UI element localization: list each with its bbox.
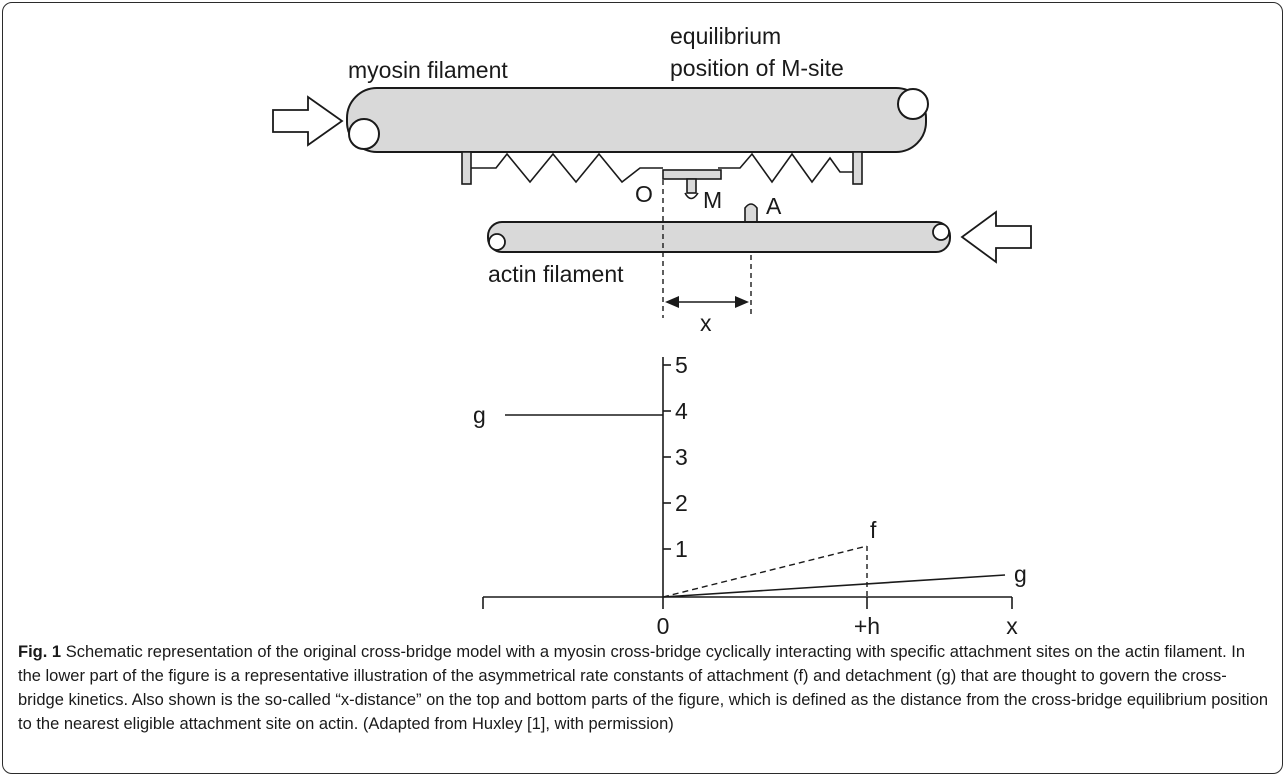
g-label-left: g <box>473 402 486 428</box>
actin-filament <box>487 221 951 253</box>
y-tick-label: 1 <box>675 536 688 562</box>
x-distance-label: x <box>700 310 712 336</box>
a-label: A <box>766 193 782 219</box>
myosin-filament-label: myosin filament <box>348 57 508 83</box>
left-spring <box>471 152 663 184</box>
x-tick-label: 0 <box>657 613 670 639</box>
right-spring-anchor <box>852 151 863 185</box>
y-tick-label: 5 <box>675 352 688 378</box>
g-curve-positive-x <box>662 574 1006 598</box>
right-spring <box>718 152 853 184</box>
actin-filament-label: actin filament <box>488 261 624 287</box>
actin-right-end <box>932 223 950 241</box>
myosin-right-end <box>897 88 929 120</box>
m-site-stem <box>686 178 697 194</box>
x-ticks: 0 +h x <box>482 597 1018 639</box>
left-spring-anchor <box>461 151 472 185</box>
m-label: M <box>703 187 722 213</box>
cross-bridge-diagram: myosin filament equilibrium position of … <box>272 23 1032 639</box>
x-tick-label: x <box>1006 613 1018 639</box>
o-label: O <box>635 181 653 207</box>
left-push-arrow <box>272 95 344 147</box>
a-site-knob <box>744 203 758 225</box>
myosin-left-end <box>348 118 380 150</box>
figure-caption: Fig. 1 Schematic representation of the o… <box>18 640 1270 736</box>
rate-constant-graph: 5 4 3 2 1 0 +h x g f g <box>473 352 1027 639</box>
m-site-bar <box>662 169 722 180</box>
actin-left-end <box>488 233 506 251</box>
equilibrium-label-line2: position of M-site <box>670 55 844 81</box>
y-tick-label: 3 <box>675 444 688 470</box>
equilibrium-label-line1: equilibrium <box>670 23 781 49</box>
right-push-arrow <box>960 210 1032 264</box>
g-label-right: g <box>1014 561 1027 587</box>
y-tick-label: 4 <box>675 398 688 424</box>
f-curve <box>662 545 868 598</box>
y-tick-label: 2 <box>675 490 688 516</box>
m-site-hook <box>684 192 699 200</box>
f-label: f <box>870 517 877 543</box>
myosin-filament <box>346 87 927 153</box>
x-tick-label: +h <box>854 613 880 639</box>
caption-text: Schematic representation of the original… <box>18 643 1269 733</box>
cross-bridge-schematic: myosin filament equilibrium position of … <box>272 23 1032 336</box>
figure-number: Fig. 1 <box>18 643 62 661</box>
y-ticks: 5 4 3 2 1 <box>663 352 688 562</box>
x-arrow-head-left <box>665 296 679 308</box>
x-arrow-head-right <box>735 296 749 308</box>
